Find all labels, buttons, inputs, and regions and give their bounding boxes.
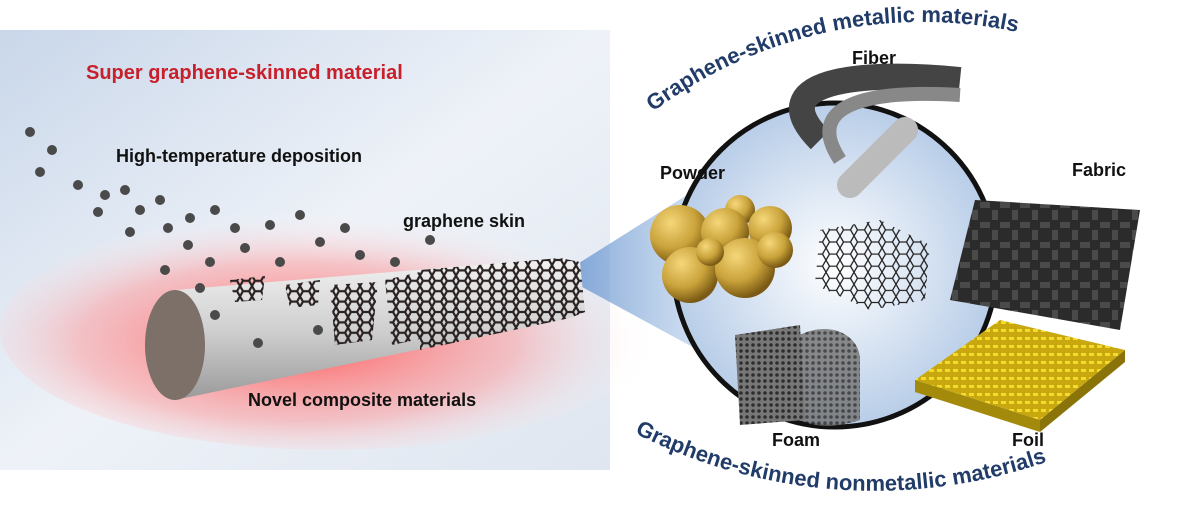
foil-label: Foil (1012, 430, 1044, 450)
powder-label: Powder (660, 163, 726, 183)
fiber-illustration (789, 63, 962, 198)
fabric-label: Fabric (1072, 160, 1127, 180)
deposition-atoms (25, 127, 435, 348)
composite-label: Novel composite materials (248, 390, 477, 410)
rod (145, 258, 585, 400)
fiber-label: Fiber (852, 48, 897, 68)
foam-label: Foam (772, 430, 821, 450)
powder-illustration (650, 195, 793, 303)
deposition-label: High-temperature deposition (116, 146, 363, 166)
foil-illustration (915, 320, 1125, 432)
fabric-illustration (950, 200, 1140, 330)
rod-end-face (145, 290, 205, 400)
foam-illustration (735, 325, 860, 426)
graphene-sheet (815, 220, 930, 310)
diagram-title: Super graphene-skinned material (86, 62, 403, 84)
top-arc-label: Graphene-skinned metallic materials (641, 2, 1021, 116)
graphene-skin-label: graphene skin (403, 211, 526, 231)
